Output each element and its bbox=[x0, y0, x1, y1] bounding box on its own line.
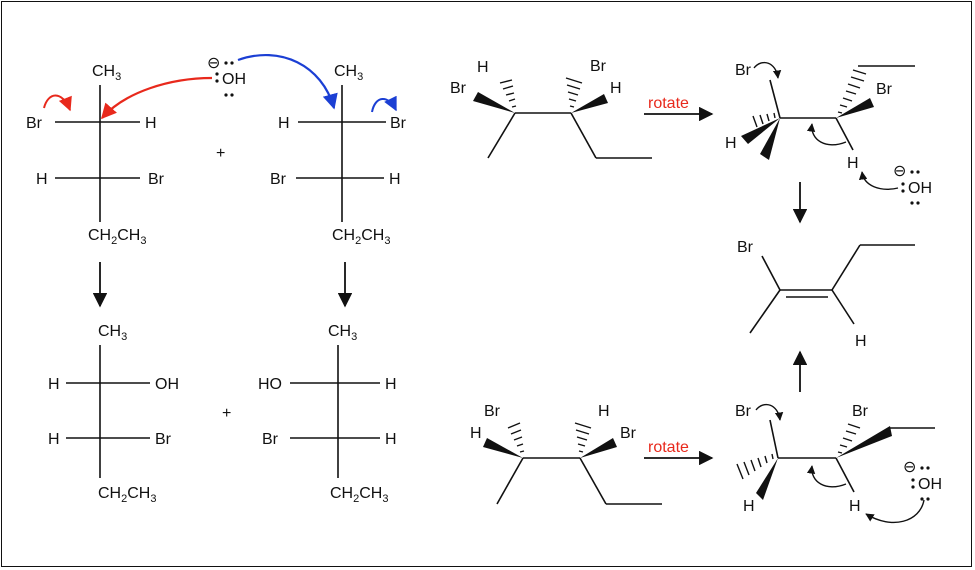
top-start-molecule: H Br Br H bbox=[450, 58, 652, 159]
top-rot-base-label: OH bbox=[908, 180, 932, 197]
top-start-br1: Br bbox=[450, 80, 467, 97]
top-rot-h-bottom: H bbox=[847, 155, 859, 172]
plus-sign-bottom: + bbox=[222, 405, 231, 422]
top-start-h1: H bbox=[477, 59, 489, 76]
reactant-1-fischer: CH3 Br H H Br CH2CH3 bbox=[26, 63, 165, 247]
r2-c1-right: Br bbox=[390, 115, 407, 132]
p1-c2-right: Br bbox=[155, 431, 172, 448]
product-2-fischer: CH3 HO H Br H CH2CH3 bbox=[258, 323, 397, 505]
plus-sign-top: + bbox=[216, 145, 225, 162]
r1-c2-right: Br bbox=[148, 171, 165, 188]
top-rot-br-right: Br bbox=[876, 81, 893, 98]
top-rot-curved-arrow-base bbox=[858, 171, 899, 190]
bottom-rot-h-left: H bbox=[743, 498, 755, 515]
bottom-rotated-molecule: Br Br H H ⊖ OH bbox=[735, 403, 942, 524]
reactant-2-fischer: CH3 H Br Br H CH2CH3 bbox=[270, 63, 407, 247]
bottom-rot-curved-arrow-bond bbox=[806, 465, 847, 488]
top-rot-h-left: H bbox=[725, 135, 737, 152]
p1-top-ch3: CH3 bbox=[98, 323, 127, 343]
product-1-fischer: CH3 H OH H Br CH2CH3 bbox=[48, 323, 179, 505]
bottom-start-h1: H bbox=[470, 425, 482, 442]
r1-c2-left: H bbox=[36, 171, 48, 188]
bottom-start-molecule: Br H H Br bbox=[470, 403, 662, 505]
bottom-rot-base-label: OH bbox=[918, 476, 942, 493]
top-rot-curved-arrow-br bbox=[753, 61, 782, 79]
hydroxide-nucleophile: ⊖ OH bbox=[207, 55, 246, 97]
r2-c1-left: H bbox=[278, 115, 290, 132]
p2-c2-left: Br bbox=[262, 431, 279, 448]
r1-c1-left: Br bbox=[26, 115, 43, 132]
bottom-rot-curved-arrow-br bbox=[755, 403, 784, 421]
top-rot-base-charge-icon: ⊖ bbox=[893, 163, 906, 180]
bottom-rot-base-charge-icon: ⊖ bbox=[903, 459, 916, 476]
p2-top-ch3: CH3 bbox=[328, 323, 357, 343]
p1-c2-left: H bbox=[48, 431, 60, 448]
alkene-h: H bbox=[855, 333, 867, 350]
hydroxide-charge-icon: ⊖ bbox=[207, 55, 220, 72]
hydroxide-label: OH bbox=[222, 71, 246, 88]
blue-curved-arrow-small bbox=[371, 95, 397, 113]
bottom-rot-br-right: Br bbox=[852, 403, 869, 420]
alkene-br: Br bbox=[737, 239, 754, 256]
r2-bottom-ethyl: CH2CH3 bbox=[332, 227, 390, 247]
alkene-product: Br H bbox=[737, 239, 915, 350]
top-start-br2: Br bbox=[590, 58, 607, 75]
r1-c1-right: H bbox=[145, 115, 157, 132]
p1-c1-right: OH bbox=[155, 376, 179, 393]
r1-bottom-ethyl: CH2CH3 bbox=[88, 227, 146, 247]
p2-c1-left: HO bbox=[258, 376, 282, 393]
r2-c2-right: H bbox=[389, 171, 401, 188]
bottom-rot-h-bottom: H bbox=[849, 498, 861, 515]
r2-c2-left: Br bbox=[270, 171, 287, 188]
p1-c1-left: H bbox=[48, 376, 60, 393]
rotate-label-top: rotate bbox=[648, 95, 689, 112]
top-rot-br-left: Br bbox=[735, 62, 752, 79]
blue-curved-arrow-attack bbox=[237, 54, 338, 110]
r2-top-ch3: CH3 bbox=[334, 63, 363, 83]
bottom-rot-curved-arrow-base bbox=[865, 499, 925, 524]
p2-c2-right: H bbox=[385, 431, 397, 448]
p2-c1-right: H bbox=[385, 376, 397, 393]
rotate-label-bottom: rotate bbox=[648, 439, 689, 456]
bottom-rot-br-left: Br bbox=[735, 403, 752, 420]
bottom-start-br1: Br bbox=[484, 403, 501, 420]
top-rotated-molecule: Br Br H H ⊖ OH bbox=[725, 61, 932, 205]
bottom-start-h2: H bbox=[598, 403, 610, 420]
r1-top-ch3: CH3 bbox=[92, 63, 121, 83]
top-rot-curved-arrow-bond bbox=[806, 123, 847, 146]
p1-bottom-ethyl: CH2CH3 bbox=[98, 485, 156, 505]
bottom-start-br2: Br bbox=[620, 425, 637, 442]
red-curved-arrow-small bbox=[43, 94, 72, 112]
p2-bottom-ethyl: CH2CH3 bbox=[330, 485, 388, 505]
top-start-h2: H bbox=[610, 80, 622, 97]
red-curved-arrow-attack bbox=[100, 76, 213, 120]
